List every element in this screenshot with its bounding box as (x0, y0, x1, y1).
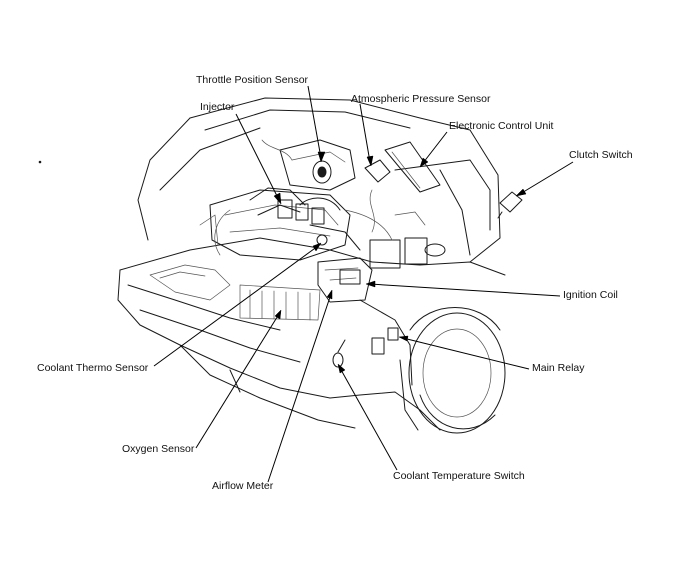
label-coolant-thermo-sensor: Coolant Thermo Sensor (37, 362, 149, 374)
leader-throttle-position-sensor (307, 85, 326, 163)
leader-electronic-control-unit (419, 131, 448, 168)
leader-clutch-switch (515, 161, 574, 197)
label-electronic-control-unit: Electronic Control Unit (449, 120, 554, 132)
leader-main-relay (398, 335, 530, 370)
label-throttle-position-sensor: Throttle Position Sensor (196, 74, 309, 86)
label-atmospheric-pressure-sensor: Atmospheric Pressure Sensor (351, 93, 491, 105)
label-airflow-meter: Airflow Meter (212, 480, 274, 492)
leader-coolant-thermo-sensor (153, 242, 322, 367)
label-ignition-coil: Ignition Coil (563, 289, 618, 301)
label-injector: Injector (200, 101, 235, 113)
leader-atmospheric-pressure-sensor (359, 103, 374, 167)
label-main-relay: Main Relay (532, 362, 585, 374)
leader-airflow-meter (267, 289, 333, 483)
label-clutch-switch: Clutch Switch (569, 149, 633, 161)
leader-injector (235, 113, 282, 205)
label-coolant-temperature-switch: Coolant Temperature Switch (393, 470, 525, 482)
label-oxygen-sensor: Oxygen Sensor (122, 443, 195, 455)
leader-ignition-coil (365, 280, 561, 297)
leader-coolant-temperature-switch (337, 363, 398, 471)
leader-oxygen-sensor (195, 309, 282, 449)
